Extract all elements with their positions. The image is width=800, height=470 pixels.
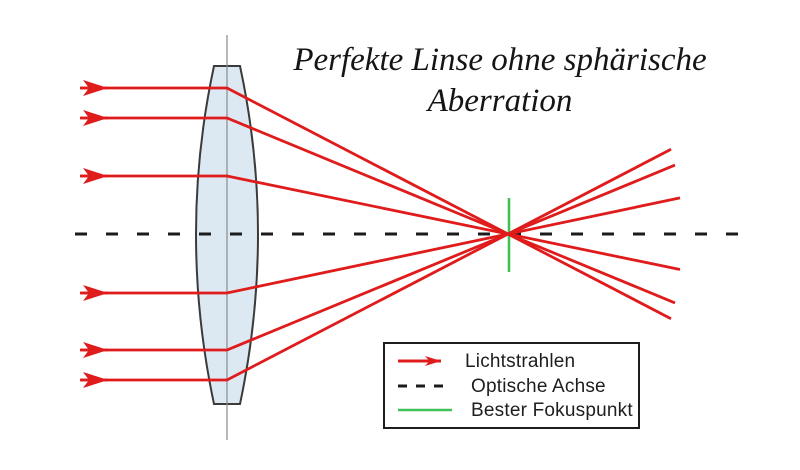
legend-box: Lichtstrahlen Optische Achse Bester Foku… xyxy=(383,342,640,429)
legend-item-light-rays: Lichtstrahlen xyxy=(397,350,626,373)
light-ray xyxy=(80,163,676,352)
legend-label-light-rays: Lichtstrahlen xyxy=(465,351,576,372)
red-arrow-swatch-icon xyxy=(398,356,441,366)
legend-item-best-focus: Bester Fokuspunkt xyxy=(397,399,633,422)
light-ray xyxy=(80,116,676,305)
light-ray xyxy=(80,148,672,382)
title-line-1: Perfekte Linse ohne sphärische xyxy=(293,42,707,78)
title-line-2: Aberration xyxy=(427,83,573,119)
legend-label-optical-axis: Optische Achse xyxy=(471,375,606,397)
lens-group xyxy=(194,35,260,440)
light-ray xyxy=(80,196,681,295)
light-rays-group xyxy=(80,80,681,388)
dashed-line-swatch-icon xyxy=(398,384,452,387)
green-line-swatch-icon xyxy=(398,408,452,412)
light-ray xyxy=(80,174,681,271)
light-ray xyxy=(80,86,672,320)
legend-item-optical-axis: Optische Achse xyxy=(397,374,626,397)
legend-label-best-focus: Bester Fokuspunkt xyxy=(471,400,633,421)
diagram-title: Perfekte Linse ohne sphärische Aberratio… xyxy=(230,40,770,122)
